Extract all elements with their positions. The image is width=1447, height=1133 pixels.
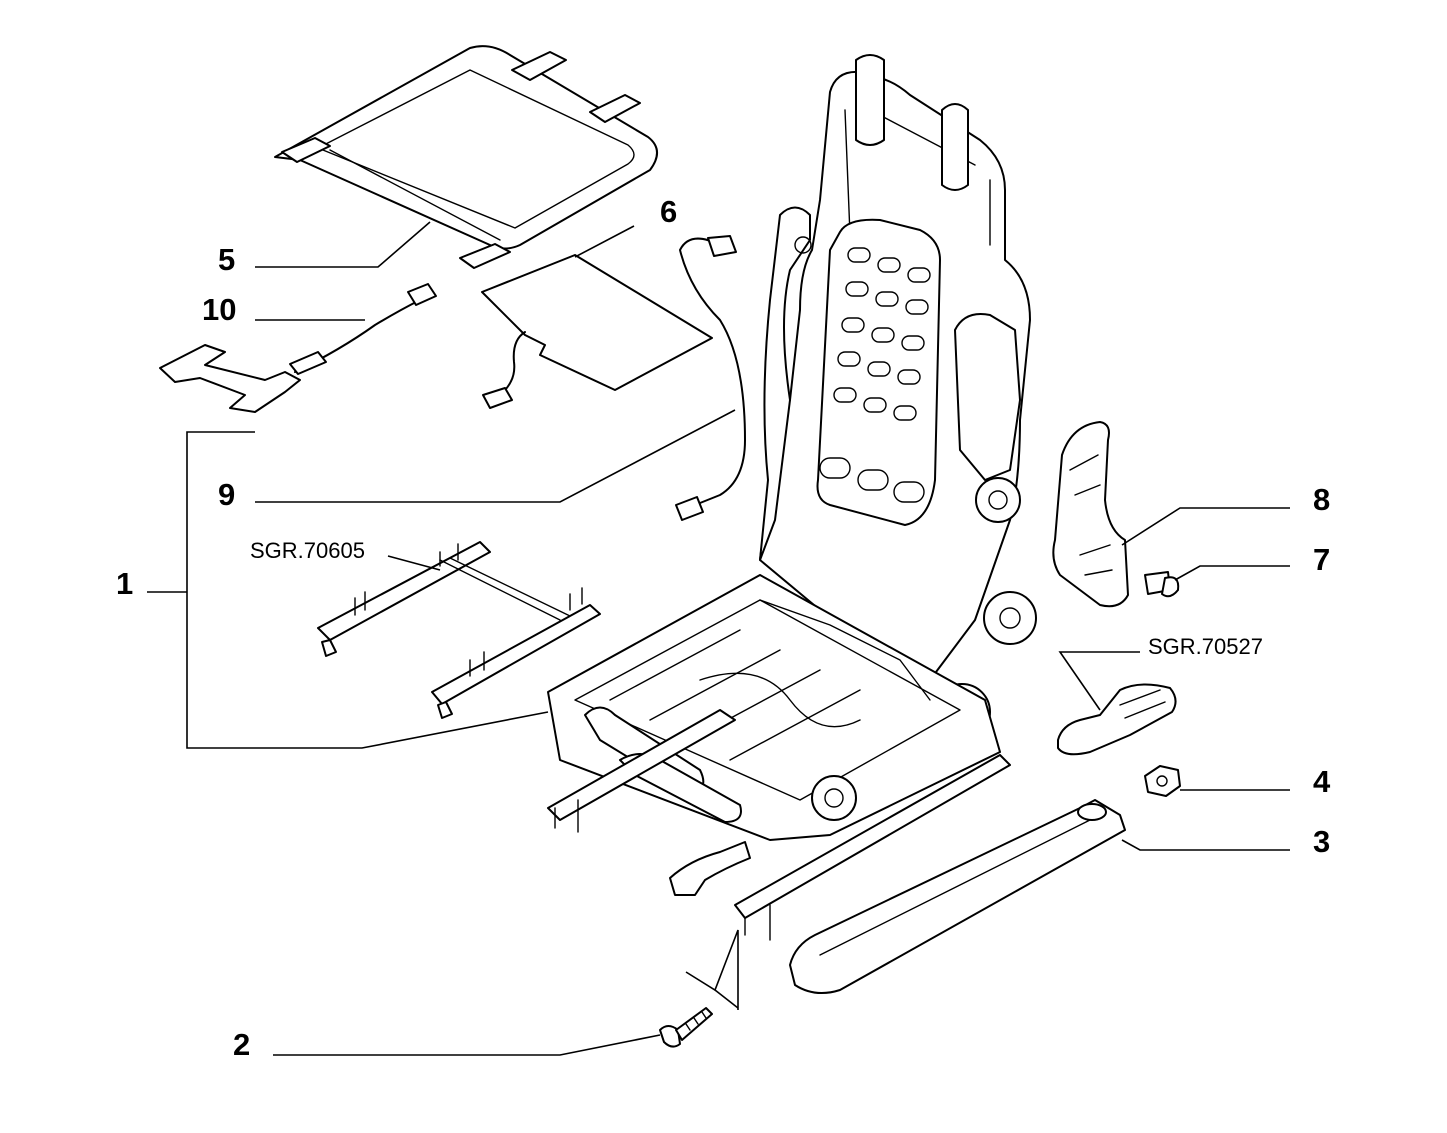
leader-sgr-70605 xyxy=(387,555,441,571)
leader-2 xyxy=(273,1034,661,1056)
callout-4: 4 xyxy=(1313,764,1331,799)
part-6-heater-pad xyxy=(481,254,713,409)
reference-sgr-70605: SGR.70605 xyxy=(250,538,365,563)
leader-1-bracket xyxy=(186,431,549,749)
seat-frame xyxy=(547,54,1037,941)
callouts: 1 2 3 4 5 6 7 8 9 10 SGR.70605 SGR.70527 xyxy=(116,194,1331,1062)
leader-sgr-70527 xyxy=(1058,651,1140,711)
part-7-screw xyxy=(1144,571,1180,598)
lumbar-slots xyxy=(819,247,931,503)
callout-5: 5 xyxy=(218,242,235,277)
rail-assembly-sgr-70605 xyxy=(317,541,601,719)
leader-5 xyxy=(255,221,431,268)
part-3-rail-cover xyxy=(789,799,1126,995)
part-4-nut xyxy=(1144,765,1181,797)
leader-2-axis xyxy=(685,929,739,1010)
leader-3 xyxy=(1121,839,1290,851)
callout-10: 10 xyxy=(202,292,236,327)
reference-sgr-70527: SGR.70527 xyxy=(1148,634,1263,659)
part-2-bolt xyxy=(659,1007,713,1048)
part-5-heating-mat xyxy=(274,45,658,269)
callout-3: 3 xyxy=(1313,824,1330,859)
leader-2-axis-b xyxy=(714,989,739,1009)
part-8-side-trim xyxy=(1052,421,1129,608)
part-10-wiring-harness xyxy=(159,283,437,413)
callout-1: 1 xyxy=(116,566,133,601)
leader-8 xyxy=(1121,507,1290,546)
leader-6 xyxy=(574,225,635,258)
leader-7 xyxy=(1174,565,1290,581)
callout-2: 2 xyxy=(233,1027,250,1062)
callout-9: 9 xyxy=(218,477,235,512)
callout-6: 6 xyxy=(660,194,677,229)
callout-7: 7 xyxy=(1313,542,1330,577)
lever-cover-sgr-70527 xyxy=(1057,683,1177,756)
callout-8: 8 xyxy=(1313,482,1330,517)
part-9-sensor-cable xyxy=(675,235,746,521)
leader-9 xyxy=(255,409,736,503)
leader-lines xyxy=(147,221,1290,1056)
